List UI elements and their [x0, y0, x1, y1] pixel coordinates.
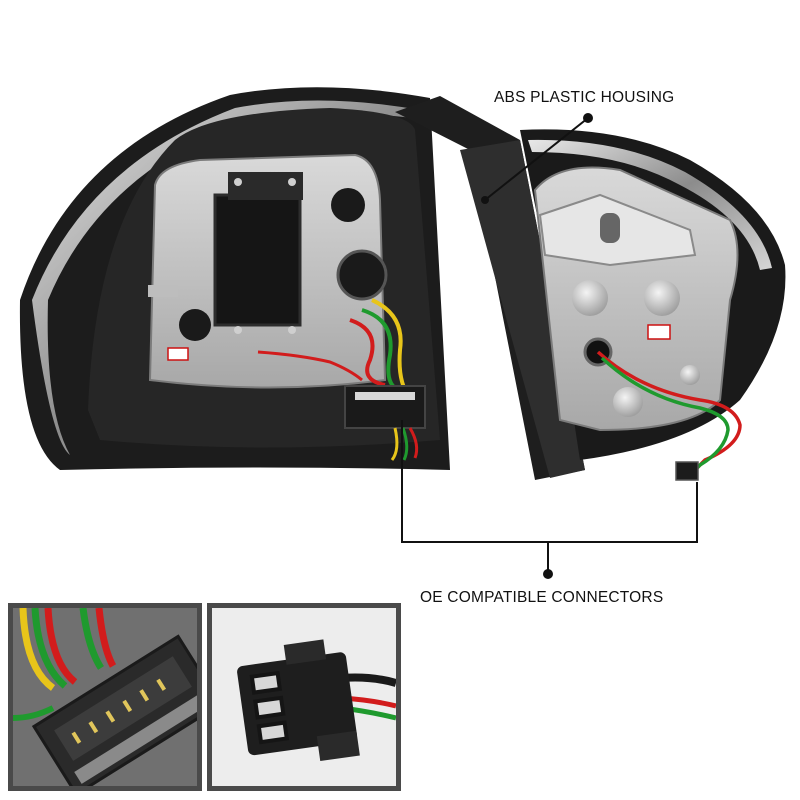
small-connector-illustration: [212, 608, 396, 786]
harness-connector-illustration: [13, 608, 197, 786]
qc-sticker-right: [647, 324, 671, 340]
callout-abs-housing: ABS PLASTIC HOUSING: [494, 89, 675, 106]
callout-oe-connectors: OE COMPATIBLE CONNECTORS: [420, 589, 664, 606]
right-housing-chrome-edge: [528, 139, 772, 270]
connector-closeup-inset-2: [207, 603, 401, 791]
connector-closeup-inset-1: [8, 603, 202, 791]
qc-sticker-left: [167, 347, 189, 361]
led-driver-box: [213, 193, 302, 327]
right-connector: [675, 461, 699, 481]
